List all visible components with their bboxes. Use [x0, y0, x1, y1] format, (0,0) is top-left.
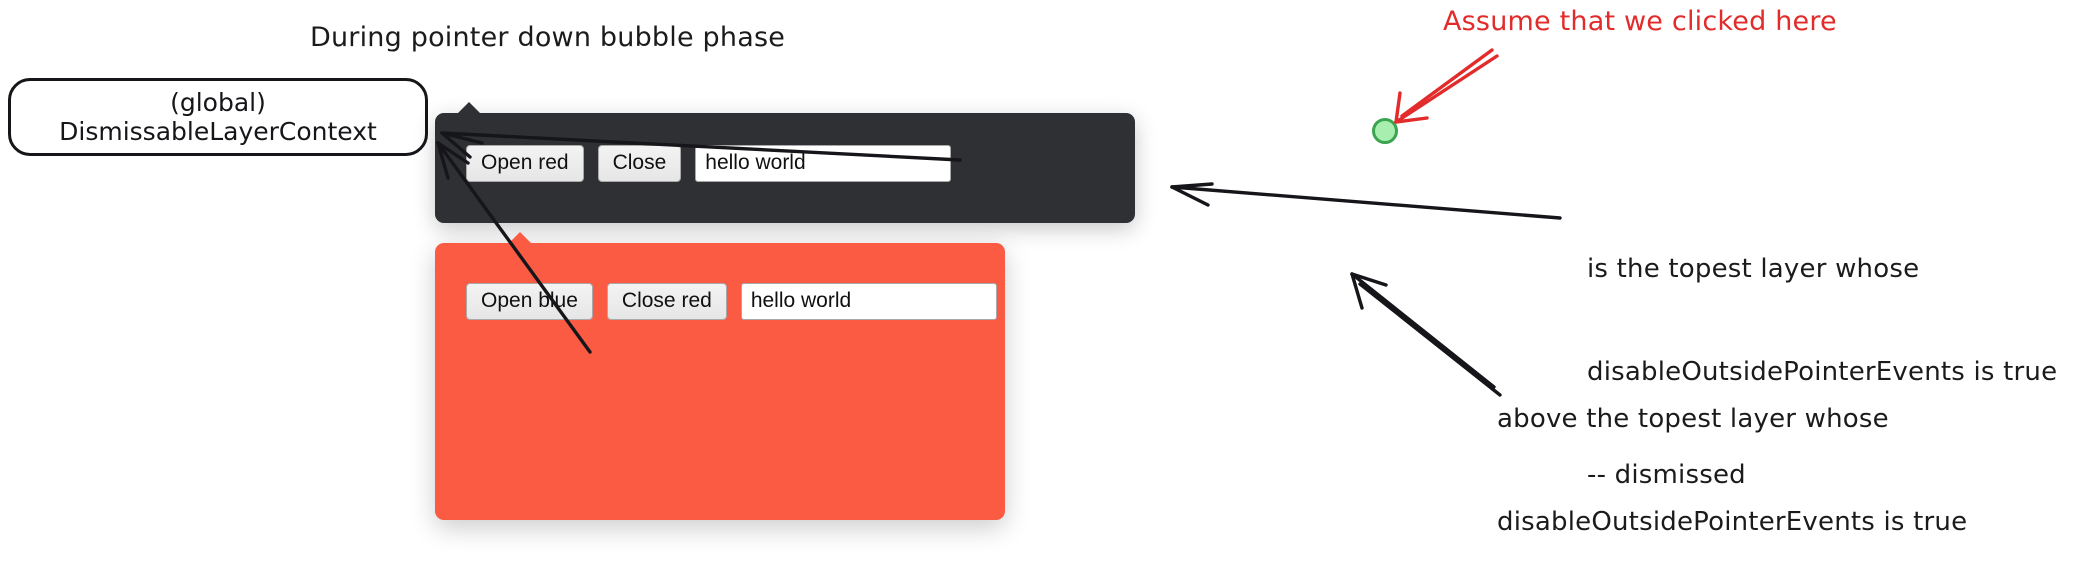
note-topest-line-3: -- dismissed: [1587, 459, 1746, 490]
global-box-line-1: (global): [170, 87, 266, 117]
red-panel-controls-row: Open blue Close red: [466, 283, 997, 321]
note-topest-layer: is the topest layer whose disableOutside…: [1587, 183, 2057, 560]
close-button[interactable]: Close: [597, 145, 682, 183]
global-dismissable-layer-context-box: (global) DismissableLayerContext: [8, 78, 428, 156]
caption-bubble-phase: During pointer down bubble phase: [310, 22, 786, 53]
arrow-note-topest-to-dark-dialog: [1170, 182, 1562, 220]
arrow-clicked-here-to-marker: [1394, 48, 1499, 124]
note-above-line-2: disableOutsidePointerEvents is true: [1497, 506, 1968, 537]
note-topest-line-1: is the topest layer whose: [1587, 253, 1920, 284]
red-panel-text-input[interactable]: [740, 283, 997, 321]
dark-dialog-layer: Open red Close: [435, 102, 1135, 223]
arrow-note-above-to-red-panel: [1350, 272, 1502, 397]
open-red-button[interactable]: Open red: [466, 145, 584, 183]
red-panel-notch-icon: [508, 232, 532, 244]
dark-dialog-text-input[interactable]: [695, 145, 952, 183]
close-red-button[interactable]: Close red: [606, 283, 727, 321]
red-panel-layer: Open blue Close red: [435, 232, 1005, 520]
note-above-line-1: above the topest layer whose: [1497, 403, 1889, 434]
caption-clicked-here: Assume that we clicked here: [1443, 6, 1837, 37]
open-blue-button[interactable]: Open blue: [466, 283, 593, 321]
note-topest-line-2: disableOutsidePointerEvents is true: [1587, 356, 2058, 387]
global-box-line-2: DismissableLayerContext: [59, 117, 377, 146]
note-above-topest-layer: above the topest layer whose disableOuts…: [1497, 333, 1967, 570]
dark-dialog-controls-row: Open red Close: [466, 145, 952, 183]
dark-dialog-notch-icon: [457, 102, 481, 114]
click-point-marker-icon: [1372, 118, 1398, 144]
